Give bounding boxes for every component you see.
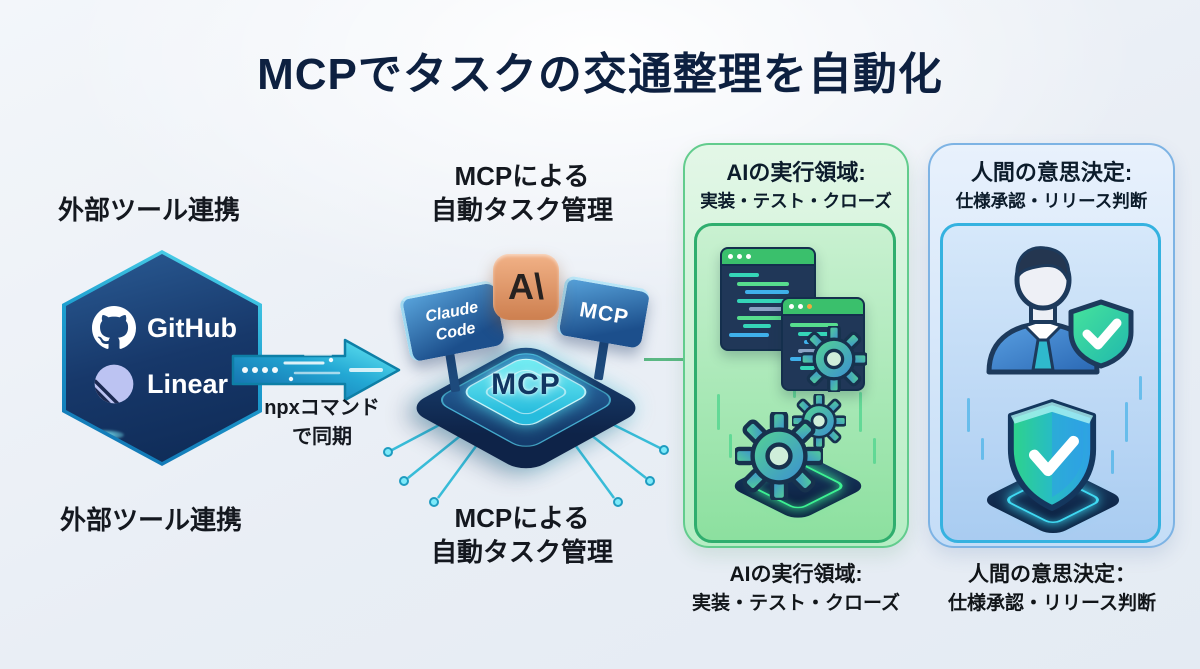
speed-line: [981, 438, 984, 460]
github-item: GitHub: [92, 306, 237, 350]
shield-check-icon: [1068, 299, 1134, 369]
speed-line: [1125, 402, 1128, 442]
claude-code-tag: Claude Code: [398, 279, 506, 363]
human-panel-footer-line1: 人間の意思決定：: [968, 563, 1136, 586]
gear-icon: [801, 326, 867, 392]
mcp-chip-label: MCP: [491, 368, 561, 401]
linear-item: Linear: [92, 362, 228, 406]
sync-arrow-label: npxコマンド で同期: [252, 394, 392, 452]
ai-panel-footer-line1: AIの実行領域:: [729, 563, 863, 586]
linear-label: Linear: [147, 368, 229, 399]
external-tools-label-bottom: 外部ツール連携: [60, 505, 243, 535]
mcp-tag: MCP: [555, 274, 651, 350]
sync-arrow-icon: [231, 338, 401, 402]
page-title: MCPでタスクの交通整理を自動化: [257, 50, 943, 99]
human-panel-header-line1: 人間の意思決定:: [970, 160, 1133, 185]
hexagon-face: GitHub Linear: [66, 254, 258, 462]
linear-icon: [94, 364, 134, 404]
speed-line: [873, 438, 876, 464]
label-line: 自動タスク管理: [430, 194, 613, 225]
ai-panel-footer: AIの実行領域: 実装・テスト・クローズ: [650, 560, 942, 618]
external-tools-label-top: 外部ツール連携: [58, 195, 241, 225]
gear-icon: [735, 412, 823, 500]
label-line: 自動タスク管理: [430, 536, 613, 567]
speed-line: [729, 434, 732, 458]
sync-label-line1: npxコマンド: [264, 397, 380, 419]
human-panel-footer: 人間の意思決定： 仕様承認・リリース判断: [912, 560, 1192, 618]
speed-line: [1139, 376, 1142, 400]
human-panel-header: 人間の意思決定: 仕様承認・リリース判断: [930, 158, 1173, 213]
github-label: GitHub: [147, 312, 237, 343]
ai-panel-footer-line2: 実装・テスト・クローズ: [691, 593, 901, 615]
mcp-chip-illustration: MCP Claude Code MCP A\: [383, 248, 669, 507]
speed-line: [1111, 450, 1114, 474]
ai-panel-header-line2: 実装・テスト・クローズ: [700, 190, 892, 211]
github-icon: [92, 306, 136, 349]
glow-sparkle: [194, 442, 234, 452]
ai-logo-icon: A\: [493, 254, 559, 320]
sync-label-line2: で同期: [292, 426, 352, 448]
human-panel-footer-line2: 仕様承認・リリース判断: [947, 593, 1157, 615]
speed-line: [967, 398, 970, 432]
ai-panel-body: [694, 223, 896, 543]
human-panel-header-line2: 仕様承認・リリース判断: [955, 190, 1148, 211]
ai-execution-panel: AIの実行領域: 実装・テスト・クローズ: [683, 143, 909, 548]
shield-check-icon: [1007, 399, 1097, 511]
human-panel-body: [940, 223, 1161, 543]
mcp-management-label-bottom: MCPによる 自動タスク管理: [392, 502, 652, 570]
label-line: MCPによる: [454, 503, 590, 533]
speed-line: [717, 394, 720, 430]
mcp-management-label-top: MCPによる 自動タスク管理: [392, 160, 652, 228]
speed-line: [859, 392, 862, 432]
ai-panel-header-line1: AIの実行領域:: [726, 160, 866, 185]
person-icon: [986, 246, 1134, 375]
chip-to-panel-connector: [644, 358, 685, 361]
human-decision-panel: 人間の意思決定: 仕様承認・リリース判断: [928, 143, 1175, 548]
ai-panel-header: AIの実行領域: 実装・テスト・クローズ: [685, 158, 907, 213]
glow-sparkle: [84, 430, 124, 440]
label-line: MCPによる: [454, 161, 590, 191]
